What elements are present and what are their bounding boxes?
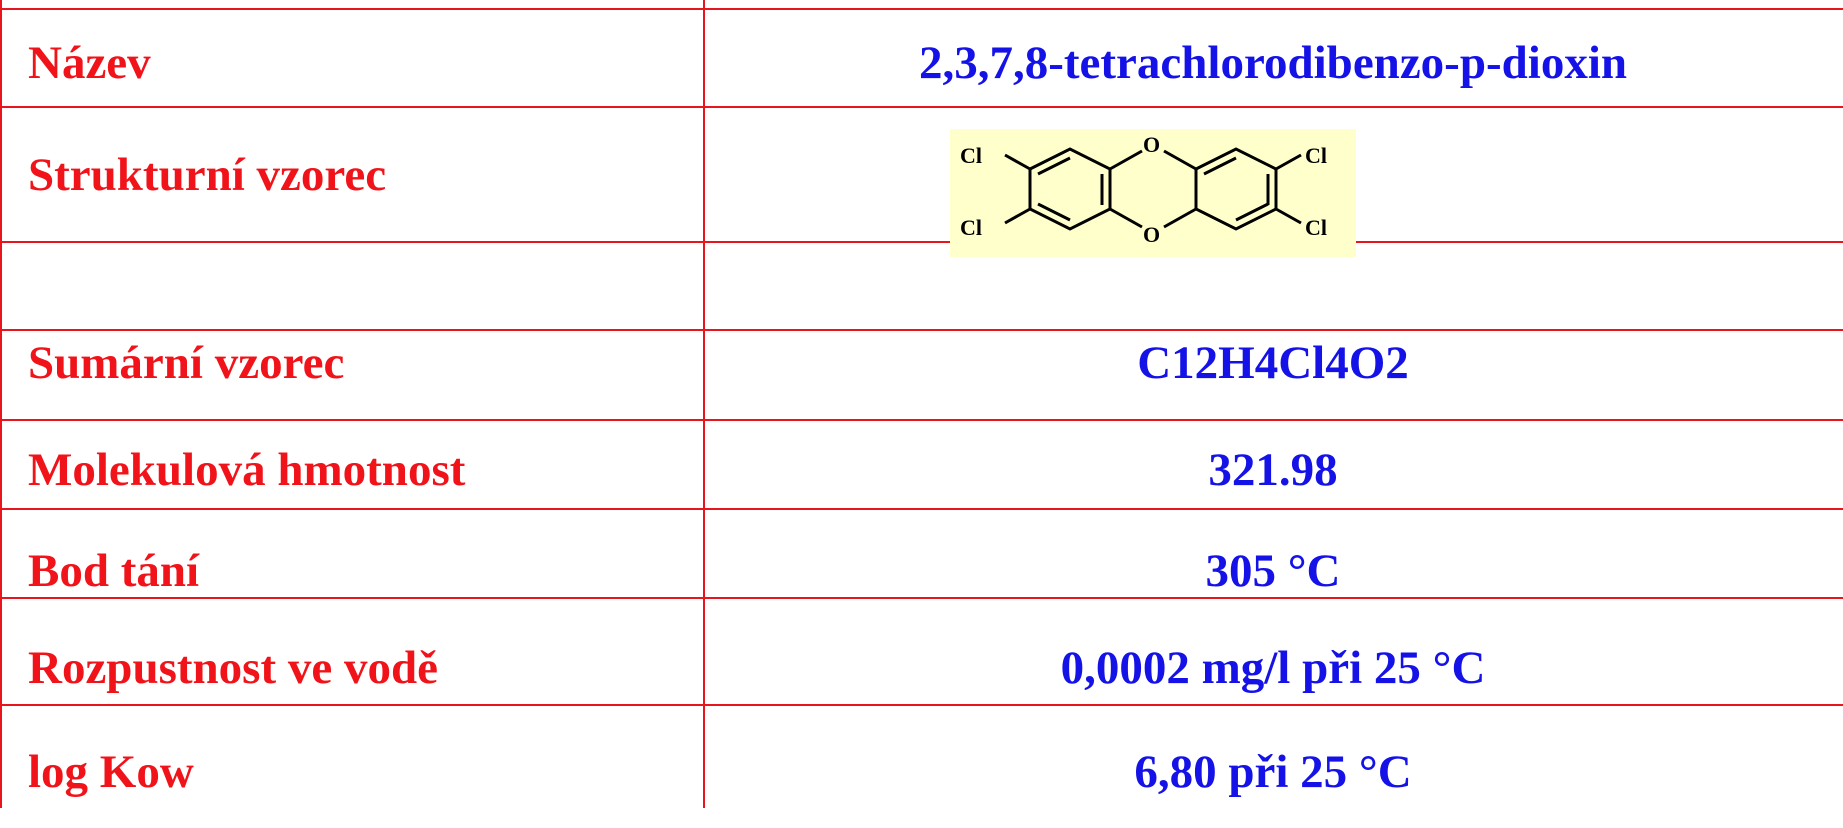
value-molar-mass: 321.98 <box>1208 444 1338 496</box>
property-table-frame: Název 2,3,7,8-tetrachlorodibenzo-p-dioxi… <box>0 0 1843 808</box>
value-melting-point: 305 °C <box>1205 545 1341 597</box>
row-divider-4 <box>0 419 1843 421</box>
table-row-log-kow: log Kow 6,80 při 25 °C <box>0 716 1843 828</box>
label-molar-mass: Molekulová hmotnost <box>28 444 466 496</box>
row-divider-0 <box>0 8 1843 10</box>
chlorine-bottom-left: Cl <box>960 215 982 240</box>
table-row-melting-point: Bod tání 305 °C <box>0 522 1843 620</box>
label-structure: Strukturní vzorec <box>28 149 387 201</box>
oxygen-top: O <box>1143 132 1160 157</box>
row-divider-1 <box>0 106 1843 108</box>
oxygen-bottom: O <box>1143 222 1160 247</box>
row-divider-2 <box>0 241 1843 243</box>
row-divider-7 <box>0 704 1843 706</box>
row-divider-5 <box>0 508 1843 510</box>
value-log-kow: 6,80 při 25 °C <box>1134 746 1412 798</box>
row-divider-6 <box>0 597 1843 599</box>
value-solubility: 0,0002 mg/l při 25 °C <box>1060 642 1486 694</box>
table-row-solubility: Rozpustnost ve vodě 0,0002 mg/l při 25 °… <box>0 620 1843 716</box>
value-formula: C12H4Cl4O2 <box>1137 337 1409 389</box>
table-left-border <box>0 0 2 808</box>
table-row-structure: Strukturní vzorec <box>0 126 1843 308</box>
value-name: 2,3,7,8-tetrachlorodibenzo-p-dioxin <box>918 37 1628 89</box>
label-formula: Sumární vzorec <box>28 337 345 389</box>
table-row-name: Název 2,3,7,8-tetrachlorodibenzo-p-dioxi… <box>0 0 1843 126</box>
label-name: Název <box>28 37 151 89</box>
label-log-kow: log Kow <box>28 746 194 798</box>
row-divider-3 <box>0 329 1843 331</box>
chlorine-top-left: Cl <box>960 143 982 168</box>
dioxin-structure-diagram: Cl Cl Cl Cl O O <box>960 132 1327 247</box>
structural-formula: Cl Cl Cl Cl O O <box>950 129 1356 257</box>
table-column-divider <box>703 0 705 808</box>
label-melting-point: Bod tání <box>28 545 200 597</box>
chlorine-bottom-right: Cl <box>1305 215 1327 240</box>
table-row-formula: Sumární vzorec C12H4Cl4O2 <box>0 308 1843 418</box>
table-row-molar-mass: Molekulová hmotnost 321.98 <box>0 418 1843 522</box>
chlorine-top-right: Cl <box>1305 143 1327 168</box>
label-solubility: Rozpustnost ve vodě <box>28 642 438 694</box>
